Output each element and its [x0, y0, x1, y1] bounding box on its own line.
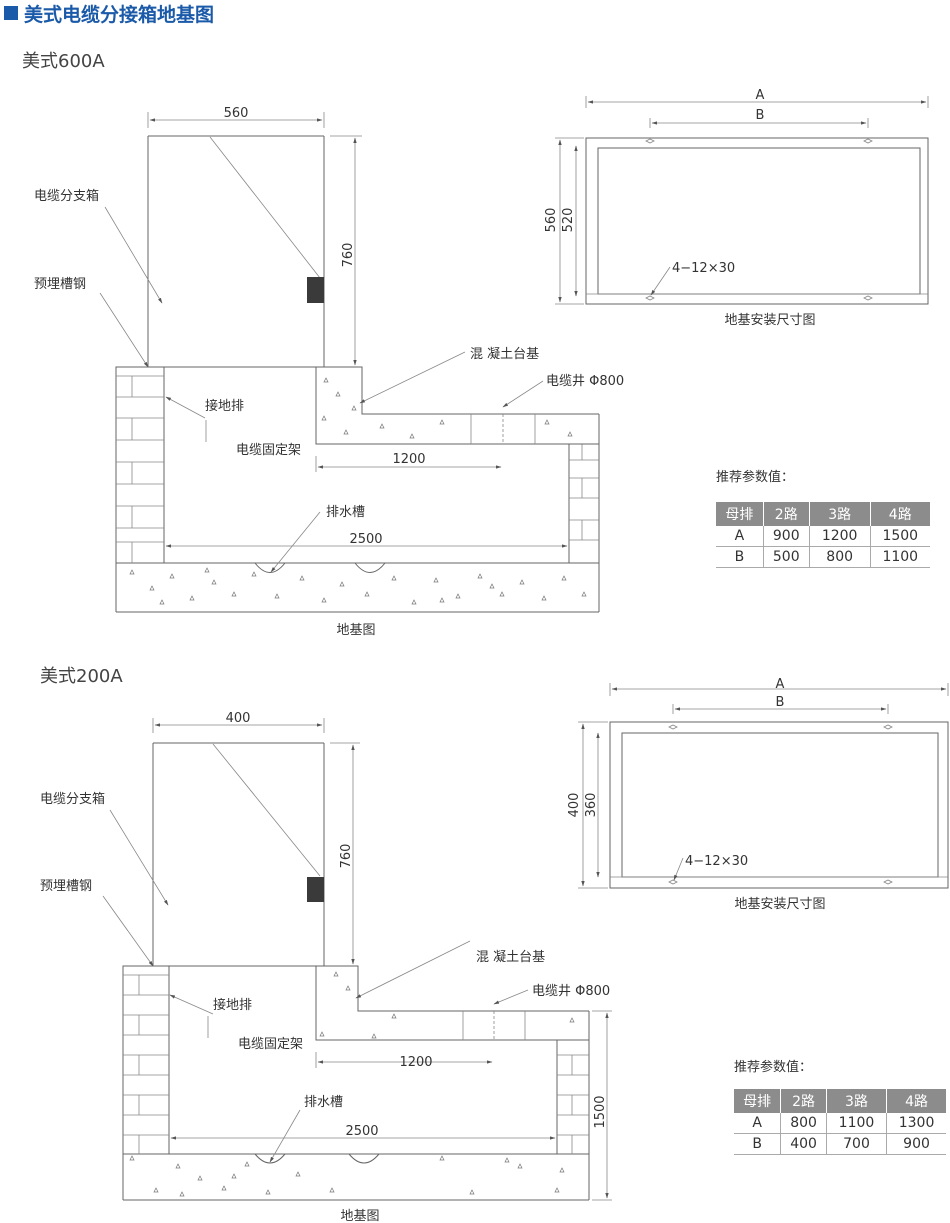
- label-drain: 排水槽: [326, 505, 365, 520]
- plan-caption: 地基安装尺寸图: [724, 313, 815, 328]
- plan-dim-outer: 560: [544, 208, 559, 233]
- section-title-200a: 美式200A: [40, 666, 123, 687]
- table-cell: 900: [763, 526, 810, 547]
- label-concrete: 混 凝土台基: [470, 346, 539, 362]
- cabinet-handle: [307, 277, 324, 303]
- table-header-row: 母排 2路 3路 4路: [716, 502, 930, 526]
- foundation-drawing-600a: 560 760 电缆分支箱 预埋槽钢: [34, 106, 624, 638]
- table-header: 母排: [734, 1089, 782, 1113]
- dim-box-height: 760: [341, 243, 356, 268]
- section-title-600a: 美式600A: [22, 51, 105, 72]
- table-header: 3路: [826, 1089, 888, 1113]
- plan-caption-2: 地基安装尺寸图: [734, 897, 825, 912]
- table-cell: 800: [809, 546, 871, 568]
- table-header: 2路: [780, 1089, 827, 1113]
- plan-holes-2: 4−12×30: [685, 854, 748, 869]
- brick-wall-right: [568, 443, 600, 564]
- cabinet-handle-2: [307, 877, 324, 902]
- table-header-row: 母排 2路 3路 4路: [734, 1089, 946, 1113]
- rec-title-200a: 推荐参数值：: [734, 1060, 813, 1075]
- table-header: 4路: [886, 1089, 946, 1113]
- table-cell: B: [734, 1133, 782, 1155]
- table-cell: 800: [780, 1113, 827, 1134]
- dim-well-distance-2: 1200: [399, 1055, 432, 1070]
- plan-dim-b-2: B: [776, 695, 785, 710]
- install-plan-600a: A B 560 520 4−12×30 地基安装尺寸图: [544, 88, 929, 328]
- dim-box-height-2: 760: [339, 844, 354, 869]
- brick-wall-left-2: [122, 965, 170, 1155]
- dim-total-length: 2500: [349, 532, 382, 547]
- plan-dim-outer-2: 400: [567, 793, 582, 818]
- table-cell: 1200: [809, 526, 871, 547]
- table-header: 4路: [870, 502, 930, 526]
- label-drain-2: 排水槽: [304, 1095, 343, 1110]
- table-row: B 400 700 900: [734, 1133, 946, 1155]
- table-cell: 400: [780, 1133, 827, 1155]
- table-cell: 700: [826, 1133, 888, 1155]
- plan-dim-a: A: [756, 88, 765, 103]
- table-cell: 900: [886, 1133, 946, 1155]
- label-cable-box-2: 电缆分支箱: [40, 791, 105, 807]
- label-cable-box: 电缆分支箱: [34, 188, 99, 204]
- page-header: 美式电缆分接箱地基图: [0, 0, 214, 26]
- plan-holes: 4−12×30: [672, 261, 735, 276]
- label-concrete-2: 混 凝土台基: [476, 949, 545, 965]
- page-title: 美式电缆分接箱地基图: [24, 3, 215, 26]
- brick-wall-right-2: [556, 1039, 590, 1155]
- table-row: A 800 1100 1300: [734, 1113, 946, 1134]
- brick-wall-left: [115, 366, 165, 564]
- foundation-drawing-200a: 400 760 电缆分支箱 预埋槽钢: [40, 711, 612, 1223]
- plan-dim-a-2: A: [776, 677, 785, 692]
- dim-well-distance: 1200: [392, 452, 425, 467]
- table-row: A 900 1200 1500: [716, 526, 930, 547]
- caption-foundation: 地基图: [336, 623, 375, 638]
- table-cell: B: [716, 546, 764, 568]
- table-cell: 1100: [870, 546, 930, 568]
- install-plan-200a: A B 400 360 4−12×30 地基安装尺寸图: [567, 677, 949, 912]
- rec-title-600a: 推荐参数值：: [716, 470, 795, 485]
- plan-dim-inner-2: 360: [584, 793, 599, 818]
- header-square-icon: [4, 6, 18, 20]
- table-header: 母排: [716, 502, 764, 526]
- table-row: B 500 800 1100: [716, 546, 930, 568]
- concrete-aggregate: [129, 377, 587, 605]
- param-table-600a: 母排 2路 3路 4路 A 900 1200 1500 B 500 800 11…: [716, 502, 930, 568]
- label-cable-well: 电缆井 Φ800: [546, 373, 624, 389]
- table-cell: 1500: [870, 526, 930, 547]
- label-ground-bar: 接地排: [205, 398, 244, 414]
- dim-depth: 1500: [593, 1095, 608, 1128]
- table-header: 2路: [763, 502, 810, 526]
- table-header: 3路: [809, 502, 871, 526]
- label-cable-fixer-2: 电缆固定架: [238, 1036, 303, 1052]
- dim-box-width: 560: [224, 106, 249, 121]
- table-cell: A: [716, 526, 764, 547]
- table-cell: 1300: [886, 1113, 946, 1134]
- concrete-aggregate-2: [129, 971, 575, 1197]
- dim-total-length-2: 2500: [345, 1124, 378, 1139]
- label-cable-well-2: 电缆井 Φ800: [532, 983, 610, 999]
- param-table-200a: 母排 2路 3路 4路 A 800 1100 1300 B 400 700 90…: [734, 1089, 946, 1155]
- label-ground-bar-2: 接地排: [213, 997, 252, 1013]
- plan-dim-inner: 520: [561, 208, 576, 233]
- plan-dim-b: B: [756, 108, 765, 123]
- label-steel: 预埋槽钢: [34, 277, 86, 292]
- caption-foundation-2: 地基图: [340, 1209, 379, 1223]
- table-cell: A: [734, 1113, 782, 1134]
- table-cell: 500: [763, 546, 810, 568]
- label-steel-2: 预埋槽钢: [40, 879, 92, 894]
- dim-box-width-2: 400: [226, 711, 251, 726]
- table-cell: 1100: [826, 1113, 888, 1134]
- label-cable-fixer: 电缆固定架: [236, 442, 301, 458]
